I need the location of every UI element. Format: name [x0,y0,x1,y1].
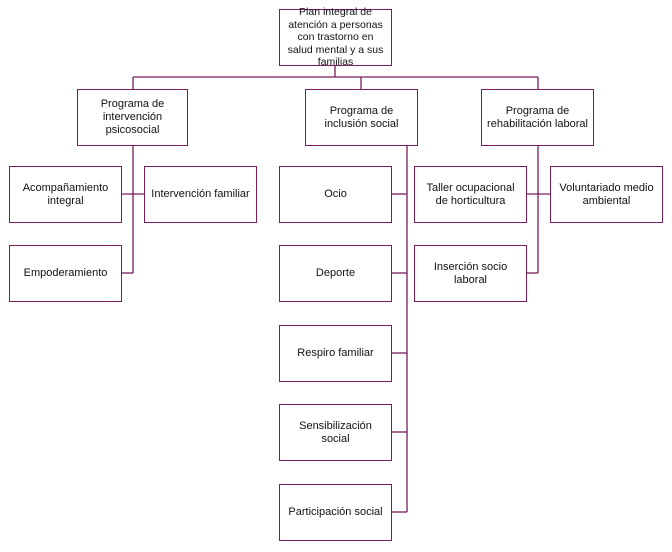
root-node: Plan integral de atención a personas con… [279,6,392,68]
node-empoderamiento: Empoderamiento [9,245,122,302]
node-taller-horticultura: Taller ocupacional de horticultura [414,166,527,223]
node-voluntariado: Voluntariado medio ambiental [550,166,663,223]
program-psicosocial: Programa de intervención psicosocial [77,89,188,146]
node-participacion: Participación social [279,484,392,541]
program-inclusion: Programa de inclusión social [305,89,418,146]
node-intervencion-familiar: Intervención familiar [144,166,257,223]
node-respiro-familiar: Respiro familiar [279,325,392,382]
program-laboral: Programa de rehabilitación laboral [481,89,594,146]
node-ocio: Ocio [279,166,392,223]
node-sensibilizacion: Sensibilización social [279,404,392,461]
node-acompanamiento: Acompañamiento integral [9,166,122,223]
node-insercion-laboral: Inserción socio laboral [414,245,527,302]
node-deporte: Deporte [279,245,392,302]
